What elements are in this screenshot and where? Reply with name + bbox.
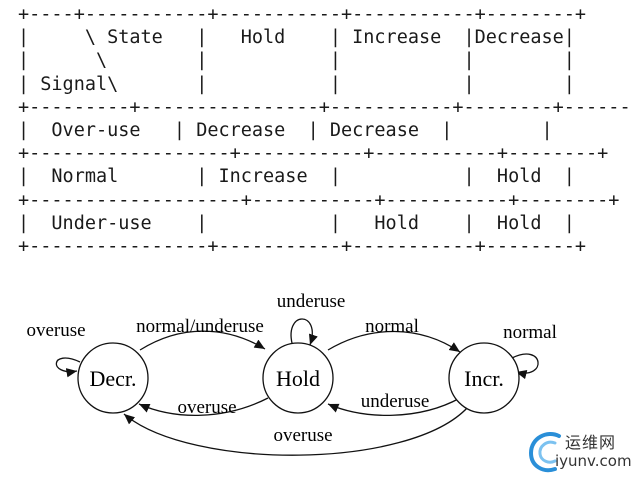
state-transition-table: +----+-----------+-----------+----------… <box>18 4 633 258</box>
edge-label-incr-self: normal <box>503 322 557 343</box>
node-hold-label: Hold <box>276 366 320 391</box>
crescent-swirl-logo-icon <box>528 432 561 473</box>
edge-label-hold-to-incr: normal <box>365 316 419 337</box>
node-decrease-label: Decr. <box>89 366 136 391</box>
watermark-domain-text: iyunv.com <box>555 452 632 470</box>
edge-decr-to-hold <box>139 330 266 351</box>
node-increase <box>448 342 520 414</box>
watermark: 运维网 iyunv.com <box>525 428 633 476</box>
node-hold <box>262 342 334 414</box>
edge-hold-to-incr <box>327 330 461 353</box>
watermark-chinese-text: 运维网 <box>565 433 617 452</box>
edge-label-decr-to-hold: normal/underuse <box>136 316 264 337</box>
edge-incr-to-hold <box>327 397 461 416</box>
edge-incr-to-decr <box>123 406 469 456</box>
edge-decr-self-loop <box>55 357 81 378</box>
edge-label-incr-to-decr: overuse <box>273 425 332 446</box>
edge-label-decr-self: overuse <box>26 320 85 341</box>
edge-hold-to-decr <box>138 397 269 416</box>
edge-label-hold-to-decr: overuse <box>177 397 236 418</box>
node-increase-label: Incr. <box>464 366 504 391</box>
edge-label-incr-to-hold: underuse <box>361 391 430 412</box>
node-decrease <box>77 342 149 414</box>
edge-hold-self-loop <box>290 318 318 348</box>
edge-incr-self-loop <box>511 353 539 380</box>
edge-label-hold-self: underuse <box>277 291 346 312</box>
